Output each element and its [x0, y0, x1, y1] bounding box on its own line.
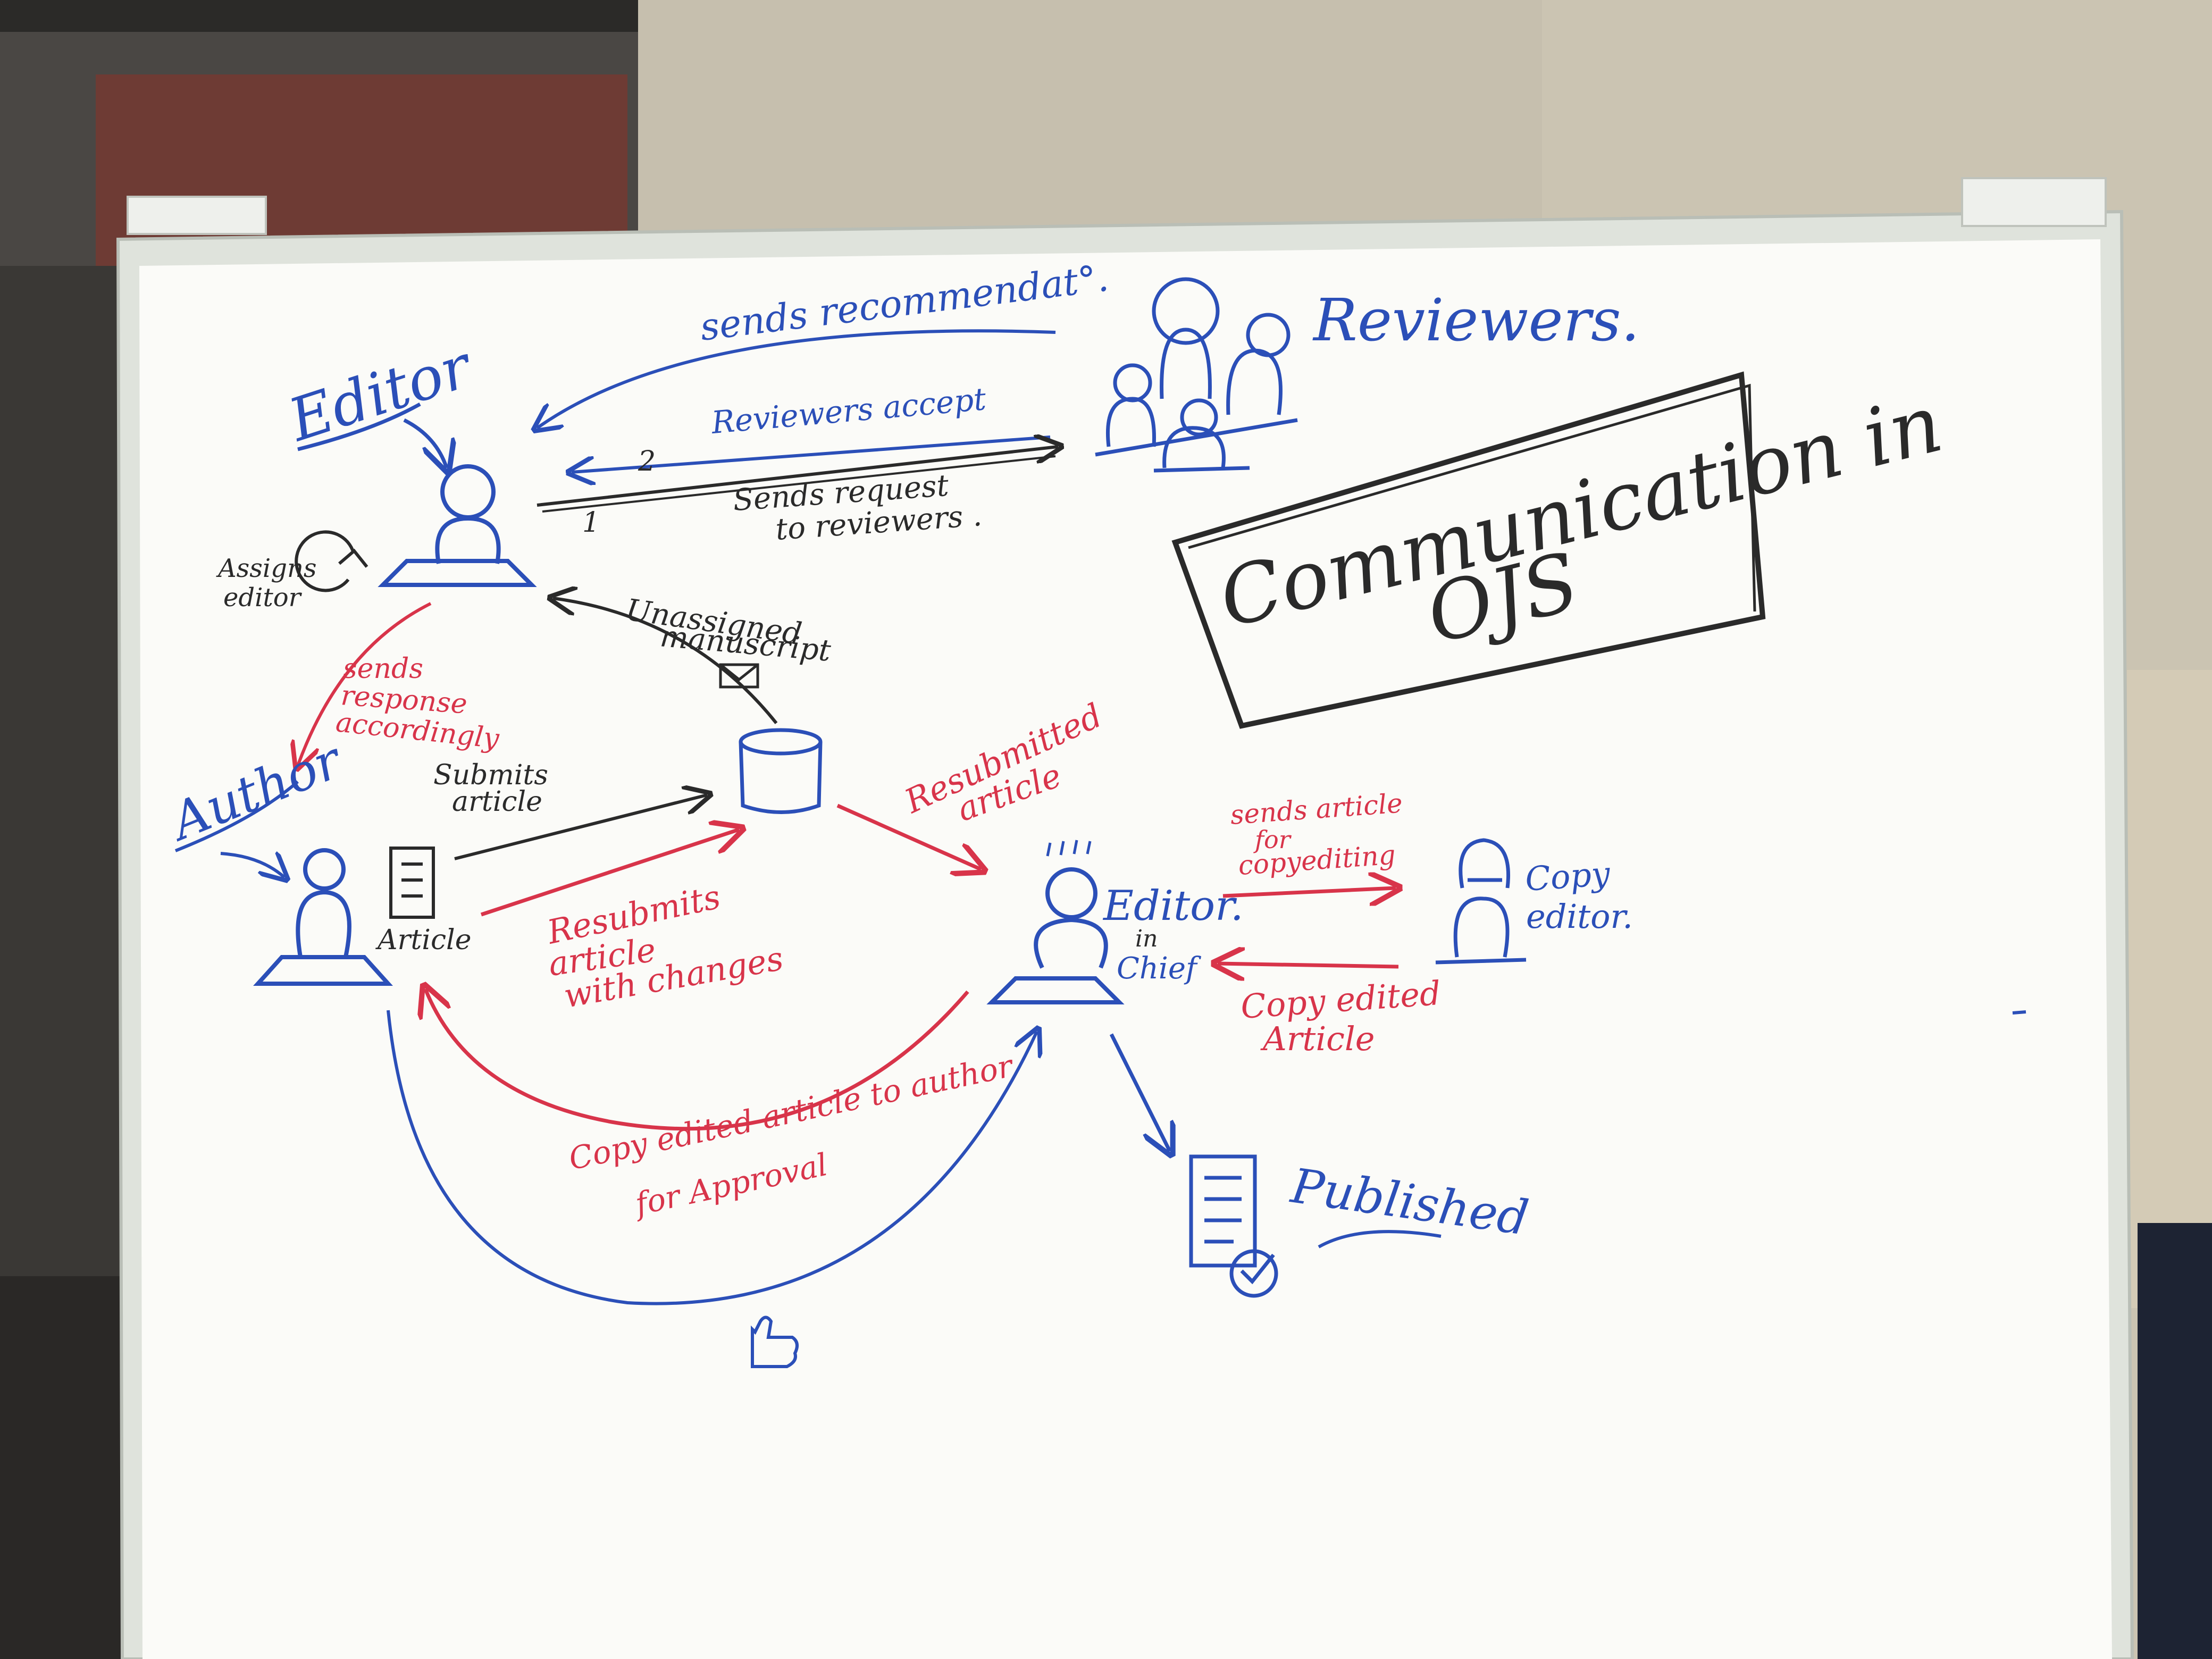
- reviewers-node: Reviewers.: [1095, 277, 1640, 473]
- checkmark-icon: [1229, 1249, 1278, 1298]
- editor-in-chief-in-label: in: [1135, 925, 1158, 952]
- person-icon: [378, 464, 537, 587]
- editor-in-chief-node: Editor. in Chief: [986, 840, 1244, 1004]
- assigns-label-2: editor: [223, 583, 303, 613]
- arrow-submits-article: [454, 795, 707, 860]
- thumbs-up-icon: [751, 1316, 799, 1368]
- submits-label-2: article: [452, 786, 542, 818]
- arrow-sends-for-copyediting: [1222, 888, 1396, 896]
- person-icon: [1435, 838, 1527, 965]
- cycle-arrow-icon: [295, 530, 368, 592]
- submits-label-1: Submits: [433, 759, 548, 791]
- arrow-reviewers-accept: [572, 435, 1051, 472]
- database-icon: [739, 728, 823, 814]
- arrow-resubmits-article: [480, 830, 739, 917]
- sends-response-label-1: sends: [343, 653, 423, 685]
- reviewers-label: Reviewers.: [1312, 286, 1640, 354]
- person-icon: [986, 867, 1125, 1004]
- copy-editor-node: Copy editor.: [1435, 838, 1633, 965]
- arrow-unassigned-manuscript: [553, 598, 778, 724]
- step-2-label: 2: [638, 446, 656, 477]
- arrow-sends-response: [298, 602, 432, 766]
- copy-editor-label-2: editor.: [1526, 897, 1633, 936]
- arrow-resubmitted-article: [836, 803, 981, 869]
- document-icon: [389, 847, 435, 919]
- arrow-sends-request: [537, 447, 1058, 507]
- published-document-icon: [1189, 1154, 1257, 1268]
- reviewers-group-icon: [1095, 277, 1298, 473]
- arrow-author-approval: [387, 1010, 1037, 1305]
- person-icon: [253, 848, 393, 986]
- step-1-label: 1: [582, 507, 600, 539]
- arrow-copyedited-to-author: [425, 989, 969, 1131]
- assigns-label-1: Assigns: [216, 554, 317, 583]
- copyedited-label-2: Article: [1260, 1019, 1375, 1058]
- arrow-to-published: [1109, 1033, 1170, 1151]
- arrow-copyedited-article: [1218, 963, 1399, 967]
- editor-in-chief-chief-label: Chief: [1117, 951, 1202, 986]
- arrow-sends-recommendation: [537, 329, 1056, 428]
- envelope-icon: [719, 663, 759, 689]
- copy-editor-label-1: Copy: [1524, 854, 1612, 899]
- editor-in-chief-label: Editor.: [1102, 882, 1244, 930]
- sends-copy-label-2: for: [1253, 825, 1292, 854]
- article-label: Article: [375, 924, 471, 956]
